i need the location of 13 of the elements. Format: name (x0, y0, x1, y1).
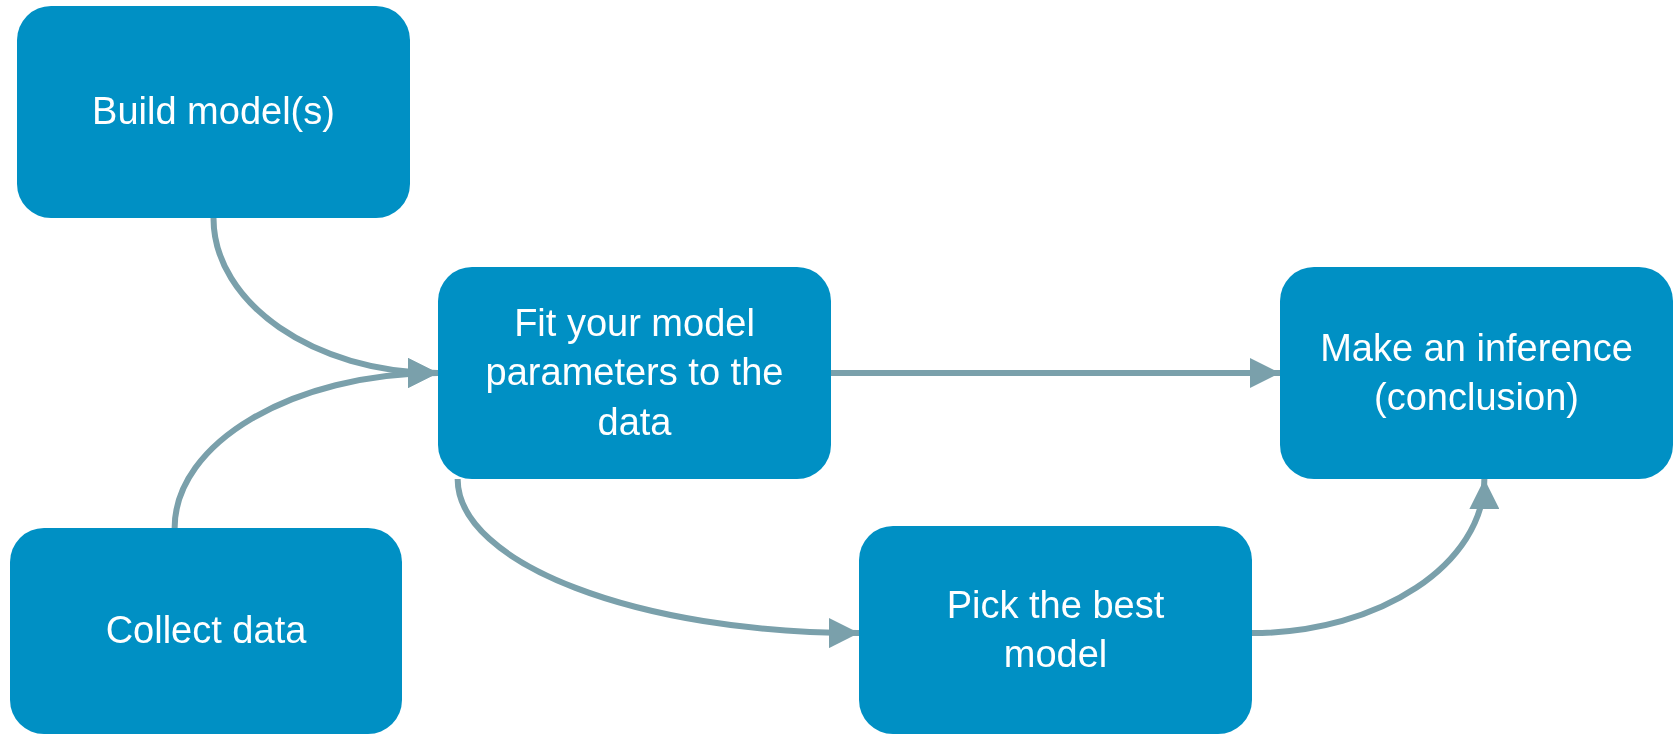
box-label: Pick the best model (945, 582, 1166, 677)
box-label: Make an inference (conclusion) (1320, 325, 1633, 420)
arrow (171, 359, 439, 529)
arrow (454, 478, 860, 648)
process-box (17, 6, 410, 218)
arrow (831, 358, 1280, 388)
box-label: Build model(s) (92, 89, 335, 135)
process-box (438, 267, 831, 479)
box-label: Fit your model parameters to the data (484, 300, 785, 445)
process-box (859, 526, 1252, 734)
process-box (10, 528, 402, 734)
box-label: Collect data (105, 608, 307, 654)
process-box (1280, 267, 1673, 479)
